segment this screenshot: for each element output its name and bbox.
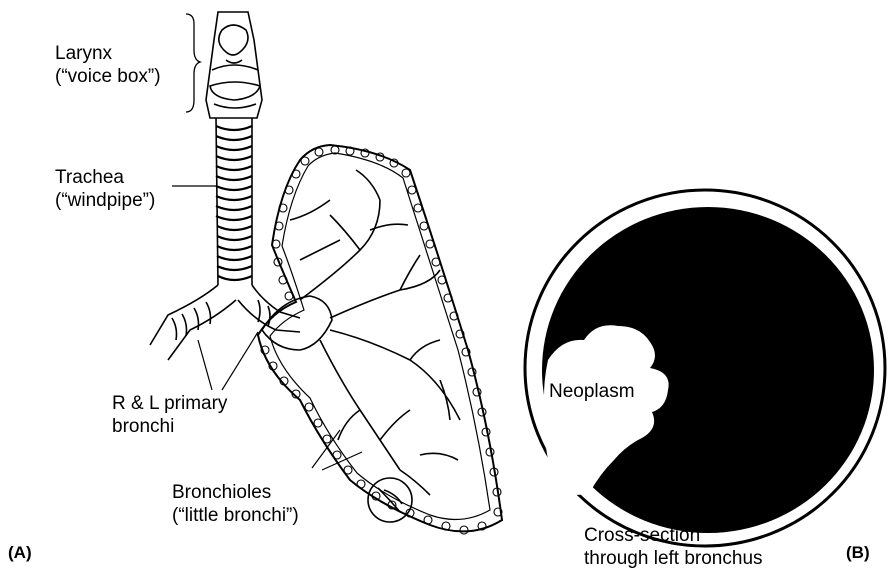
panel-a-drawing: [150, 12, 502, 534]
trachea-label: Trachea (“windpipe”): [55, 166, 155, 212]
panel-b-letter: (B): [846, 543, 870, 563]
neoplasm-label: Neoplasm: [549, 380, 635, 403]
panel-b-drawing: [525, 190, 885, 546]
bronchioles-label: Bronchioles (“little bronchi”): [172, 481, 299, 527]
larynx-label-alias: (“voice box”): [55, 65, 161, 88]
cross-section-caption-line1: Cross-section: [584, 524, 763, 547]
larynx-bracket: [186, 14, 200, 112]
primary-bronchi-drawing: [150, 285, 300, 360]
bronchioles-label-text: Bronchioles: [172, 481, 299, 504]
cross-section-caption-line2: through left bronchus: [584, 547, 763, 570]
larynx-drawing: [206, 12, 262, 118]
primary-bronchi-leader-lines: [198, 332, 258, 390]
bronchioles-label-alias: (“little bronchi”): [172, 504, 299, 527]
primary-bronchi-label-line1: R & L primary: [112, 392, 227, 415]
larynx-label-text: Larynx: [55, 42, 161, 65]
panel-a-letter: (A): [8, 543, 32, 563]
primary-bronchi-label-line2: bronchi: [112, 415, 227, 438]
trachea-label-text: Trachea: [55, 166, 155, 189]
trachea-rings: [216, 126, 252, 280]
cross-section-caption: Cross-section through left bronchus: [584, 524, 763, 570]
primary-bronchi-label: R & L primary bronchi: [112, 392, 227, 438]
lung-drawing: [258, 145, 502, 531]
larynx-label: Larynx (“voice box”): [55, 42, 161, 88]
trachea-label-alias: (“windpipe”): [55, 189, 155, 212]
